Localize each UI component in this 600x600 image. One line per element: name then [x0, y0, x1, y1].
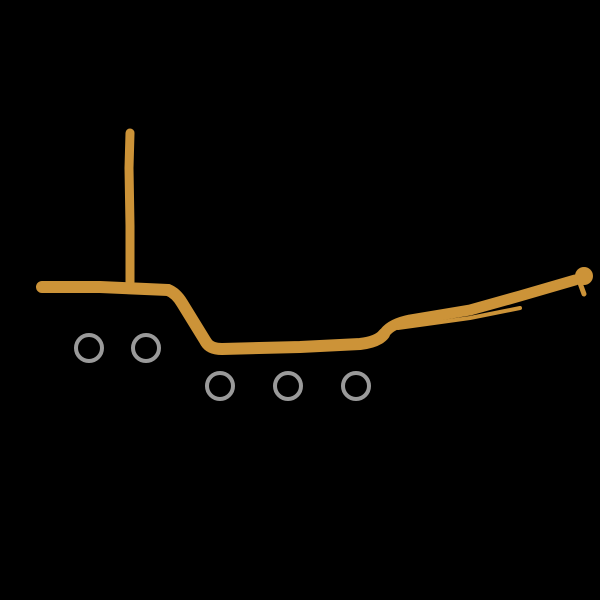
- hitch-knob: [575, 267, 593, 285]
- gooseneck-deck: [36, 281, 174, 296]
- wheel-front-2: [131, 333, 161, 363]
- hitch-tip: [577, 280, 587, 297]
- well-deck: [200, 328, 390, 355]
- wheels: [74, 333, 371, 401]
- wheel-front-1: [74, 333, 104, 363]
- vertical-post: [124, 128, 135, 287]
- wheel-rear-2: [273, 371, 303, 401]
- wheel-rear-3: [341, 371, 371, 401]
- trailer-frame: [36, 128, 593, 355]
- tail-ramp-underside: [396, 306, 522, 330]
- deck-drop: [162, 284, 212, 348]
- wheel-rear-1: [205, 371, 235, 401]
- tail-ramp: [378, 274, 581, 340]
